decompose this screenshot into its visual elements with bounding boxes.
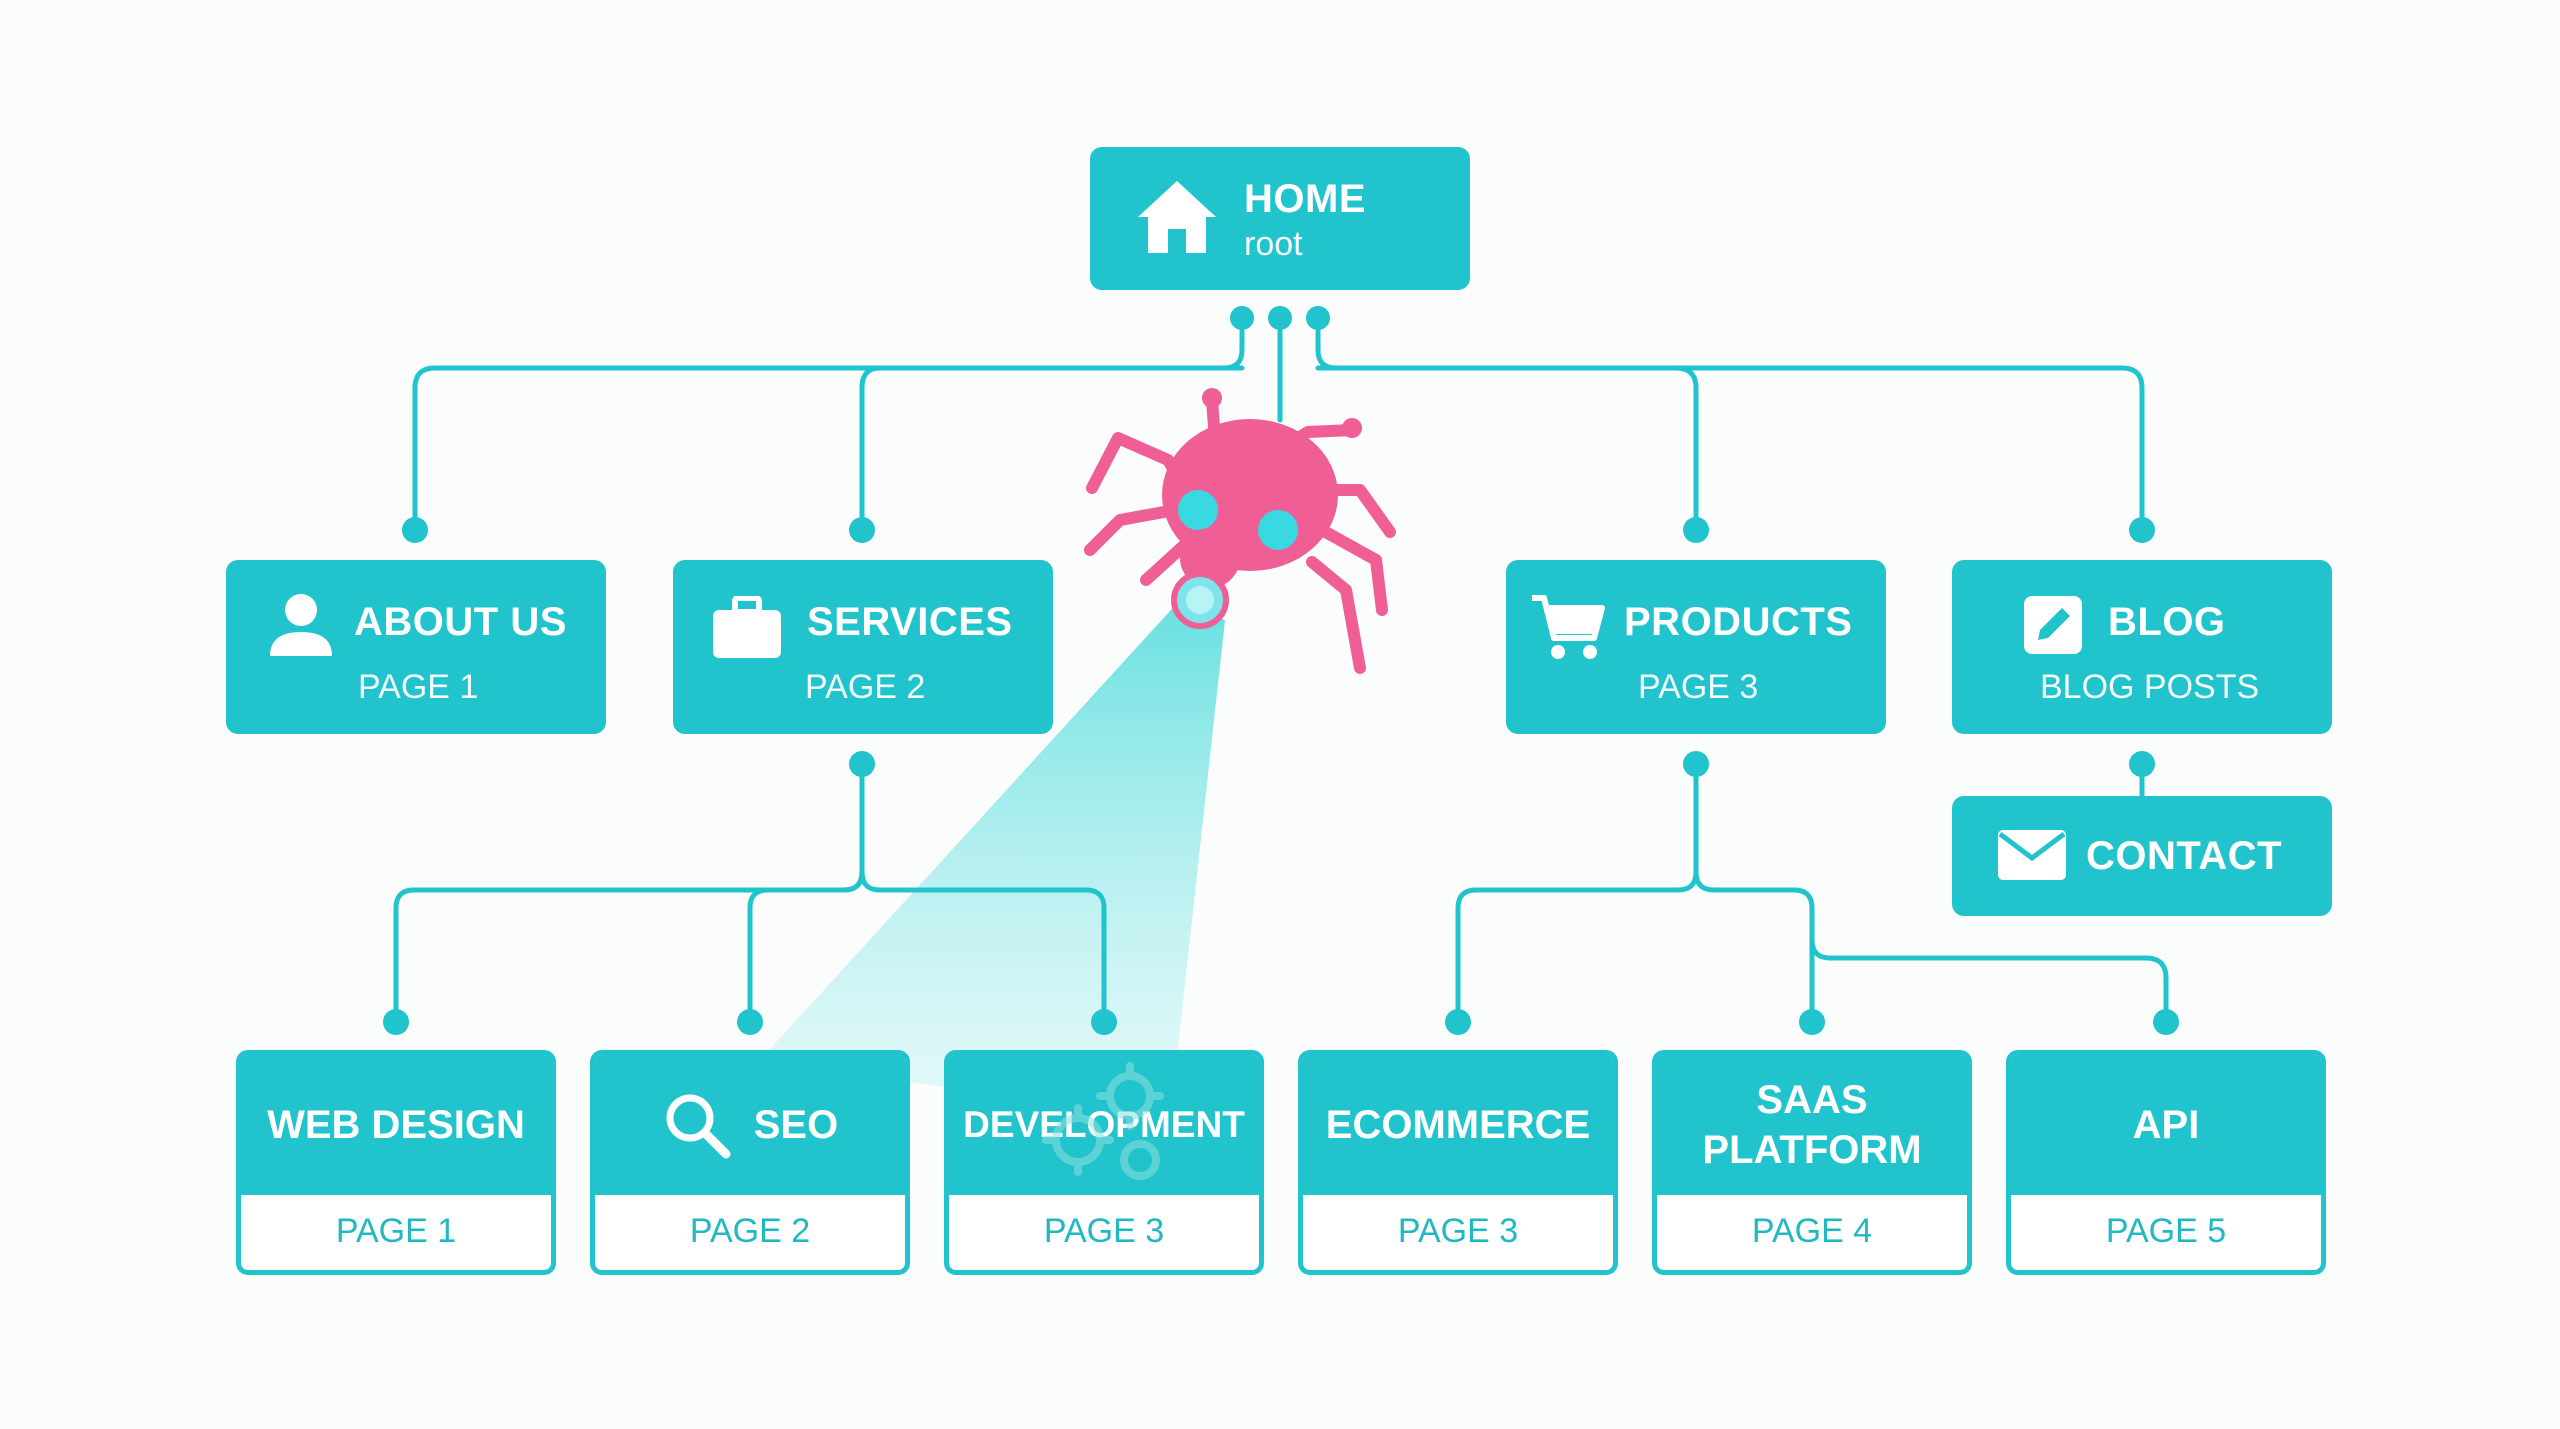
spider-crawler-icon [1084, 388, 1396, 674]
envelope-icon [1996, 828, 2068, 882]
user-icon [266, 590, 336, 660]
node-services[interactable]: SERVICES PAGE 2 [673, 560, 1053, 734]
node-home-title: HOME [1244, 177, 1366, 221]
node-contact-title: CONTACT [2086, 834, 2283, 878]
pencil-icon [2022, 594, 2084, 656]
node-seo-title: SEO [753, 1103, 839, 1147]
node-products-subtitle: PAGE 3 [1638, 668, 1759, 706]
crawler-beam [760, 600, 1225, 1120]
cart-icon [1530, 592, 1606, 664]
node-about-us[interactable]: ABOUT US PAGE 1 [226, 560, 606, 734]
node-about-us-subtitle: PAGE 1 [358, 668, 479, 706]
node-ecommerce[interactable]: ECOMMERCE PAGE 3 [1298, 1050, 1618, 1275]
node-about-us-title: ABOUT US [354, 600, 567, 644]
node-ecommerce-title: ECOMMERCE [1325, 1103, 1591, 1147]
gears-icon [1042, 1062, 1164, 1180]
node-contact[interactable]: CONTACT [1952, 796, 2332, 916]
node-saas-platform-title: SAAS PLATFORM [1702, 1078, 1922, 1172]
node-saas-platform-subtitle: PAGE 4 [1751, 1211, 1873, 1250]
node-services-subtitle: PAGE 2 [805, 668, 926, 706]
node-blog-title: BLOG [2108, 600, 2226, 644]
node-web-design-title: WEB DESIGN [267, 1103, 525, 1147]
node-web-design[interactable]: WEB DESIGN PAGE 1 [236, 1050, 556, 1275]
node-blog[interactable]: BLOG BLOG POSTS [1952, 560, 2332, 734]
node-saas-platform[interactable]: SAAS PLATFORM PAGE 4 [1652, 1050, 1972, 1275]
node-products[interactable]: PRODUCTS PAGE 3 [1506, 560, 1886, 734]
node-home[interactable]: HOME root [1090, 147, 1470, 290]
node-seo-subtitle: PAGE 2 [689, 1211, 811, 1250]
node-api-subtitle: PAGE 5 [2105, 1211, 2227, 1250]
node-development-subtitle: PAGE 3 [1043, 1211, 1165, 1250]
node-api-title: API [2132, 1103, 2200, 1147]
search-icon [662, 1090, 732, 1160]
node-development[interactable]: DEVELOPMENT PAGE 3 [944, 1050, 1264, 1275]
node-seo[interactable]: SEO PAGE 2 [590, 1050, 910, 1275]
node-blog-subtitle: BLOG POSTS [2040, 668, 2260, 706]
node-services-title: SERVICES [807, 600, 1013, 644]
node-home-subtitle: root [1244, 225, 1303, 263]
node-api[interactable]: API PAGE 5 [2006, 1050, 2326, 1275]
node-ecommerce-subtitle: PAGE 3 [1397, 1211, 1519, 1250]
node-web-design-subtitle: PAGE 1 [335, 1211, 457, 1250]
node-products-title: PRODUCTS [1624, 600, 1853, 644]
briefcase-icon [711, 596, 783, 660]
house-icon [1134, 177, 1220, 257]
